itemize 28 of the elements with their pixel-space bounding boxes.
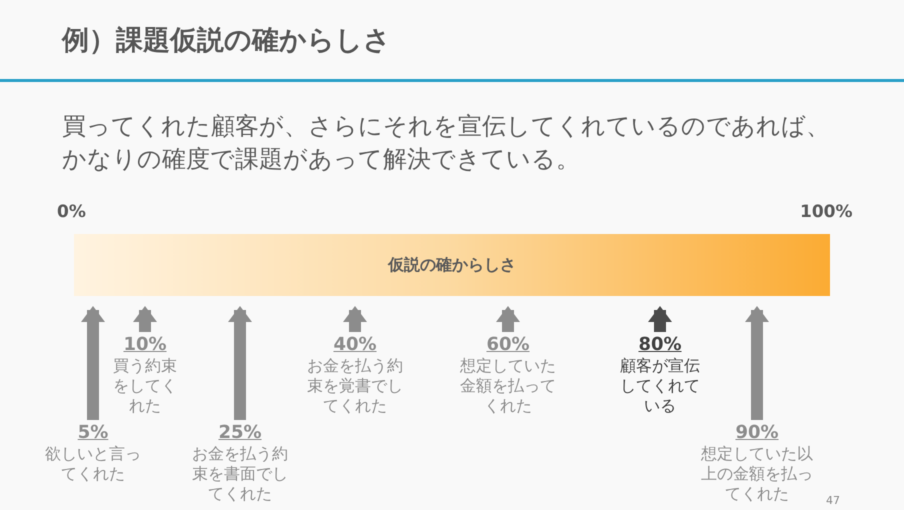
- description-text: お金を払う約束を書面でしてくれた: [191, 444, 289, 504]
- percentage-label: 25%: [218, 422, 262, 444]
- percentage-label: 10%: [123, 334, 167, 356]
- percentage-label: 40%: [333, 334, 377, 356]
- description-text: 想定していた以上の金額を払ってくれた: [700, 444, 814, 504]
- lead-text: 買ってくれた顧客が、さらにそれを宣伝してくれているのであれば、かなりの確度で課題があって解決できている。: [62, 111, 831, 175]
- bar-label: 仮説の確からしさ: [388, 254, 516, 276]
- description-text: 欲しいと言ってくれた: [44, 444, 142, 484]
- description-text: 買う約束をしてくれた: [112, 356, 178, 416]
- percentage-label: 90%: [735, 422, 779, 444]
- block-arrow: [496, 306, 520, 332]
- scale-label: 100%: [800, 202, 853, 222]
- slide-title: 例）課題仮説の確からしさ: [62, 24, 391, 58]
- percentage-label: 80%: [638, 334, 682, 356]
- block-arrow: [648, 306, 672, 332]
- description-text: 顧客が宣伝してくれている: [619, 356, 701, 416]
- percentage-label: 5%: [78, 422, 108, 444]
- description-text: お金を払う約束を覚書でしてくれた: [306, 356, 404, 416]
- block-arrow: [745, 306, 769, 420]
- page-number: 47: [826, 494, 840, 507]
- block-arrow: [133, 306, 157, 332]
- scale-label: 0%: [57, 202, 86, 222]
- block-arrow: [81, 306, 105, 420]
- block-arrow: [343, 306, 367, 332]
- gradient-bar: [74, 234, 830, 296]
- description-text: 想定していた金額を払ってくれた: [459, 356, 557, 416]
- block-arrow: [228, 306, 252, 420]
- percentage-label: 60%: [486, 334, 530, 356]
